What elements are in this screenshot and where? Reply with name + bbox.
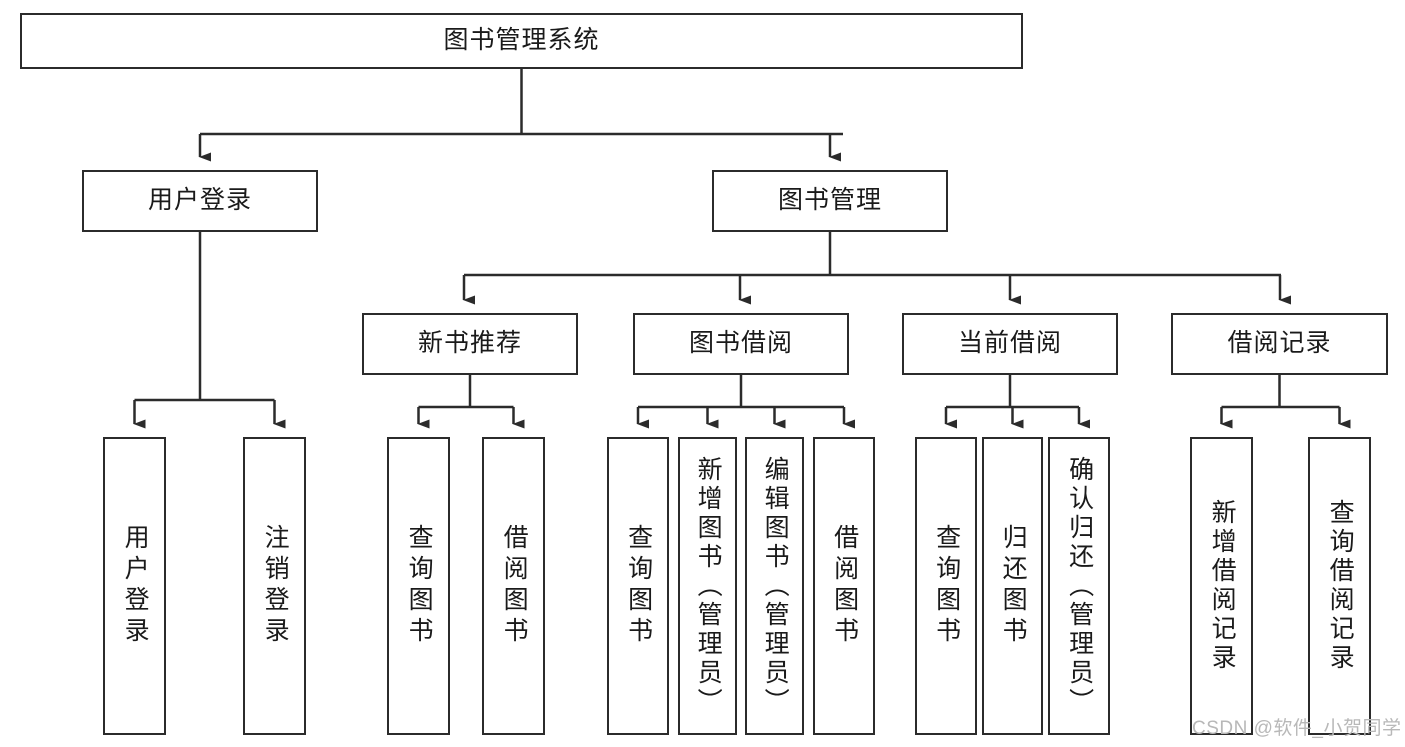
node-root-label: 图书管理系统: [443, 26, 600, 55]
node-root-system[interactable]: 图书管理系统: [20, 13, 1023, 69]
node-label: 用户登录: [147, 186, 252, 215]
leaf-node[interactable]: 新增借阅记录: [1190, 437, 1253, 735]
node-label: 图书借阅: [688, 329, 793, 358]
node-label: 图书管理: [777, 186, 882, 215]
leaf-node[interactable]: 注销登录: [243, 437, 306, 735]
leaf-node[interactable]: 查询借阅记录: [1308, 437, 1371, 735]
leaf-node[interactable]: 编辑图书（管理员）: [745, 437, 804, 735]
node-label: 当前借阅: [957, 329, 1062, 358]
leaf-node[interactable]: 借阅图书: [482, 437, 545, 735]
node-borrow-record[interactable]: 借阅记录: [1171, 313, 1388, 375]
leaf-node[interactable]: 确认归还（管理员）: [1048, 437, 1110, 735]
node-current-borrow[interactable]: 当前借阅: [902, 313, 1118, 375]
node-book-borrow[interactable]: 图书借阅: [633, 313, 849, 375]
leaf-node[interactable]: 借阅图书: [813, 437, 875, 735]
node-label: 新书推荐: [417, 329, 522, 358]
leaf-node[interactable]: 归还图书: [982, 437, 1043, 735]
node-book-management[interactable]: 图书管理: [712, 170, 948, 232]
leaf-node[interactable]: 用户登录: [103, 437, 166, 735]
leaf-node[interactable]: 查询图书: [387, 437, 450, 735]
node-new-book-recommend[interactable]: 新书推荐: [362, 313, 578, 375]
node-user-login[interactable]: 用户登录: [82, 170, 318, 232]
csdn-watermark: CSDN @软件_小贺同学: [1192, 718, 1402, 739]
leaf-node[interactable]: 查询图书: [915, 437, 977, 735]
leaf-node[interactable]: 新增图书（管理员）: [678, 437, 737, 735]
node-label: 借阅记录: [1227, 329, 1332, 358]
leaf-node[interactable]: 查询图书: [607, 437, 669, 735]
